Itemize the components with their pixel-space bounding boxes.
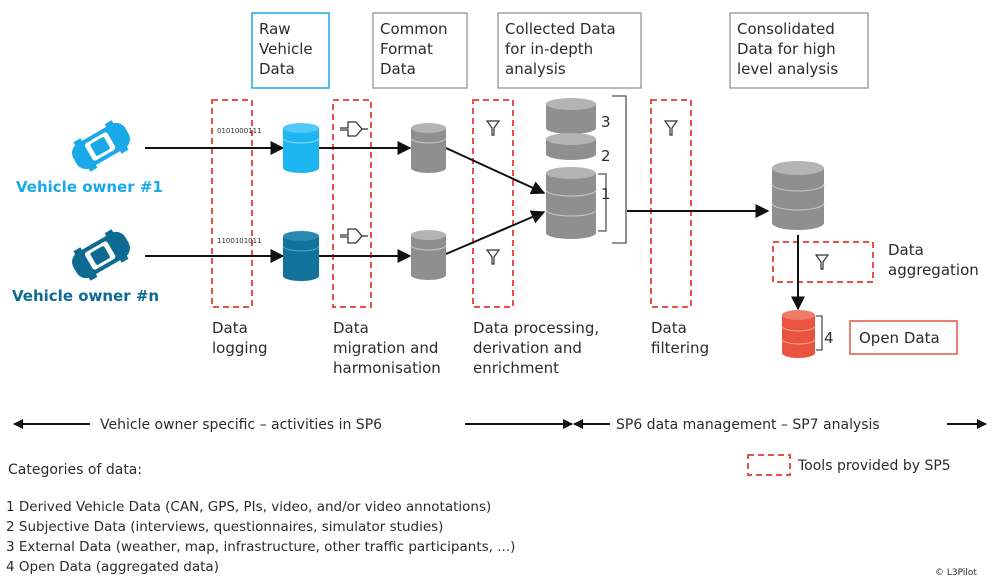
categories-title: Categories of data: [8, 462, 142, 478]
collected-database-stack [545, 98, 597, 239]
consolidated-database [771, 161, 825, 230]
phase-left-label: Vehicle owner specific – activities in S… [100, 417, 382, 433]
phase-right-label: SP6 data management – SP7 analysis [616, 417, 880, 433]
car-icon-owner-n [72, 229, 130, 281]
open-data-database [781, 310, 816, 358]
vehicle-owner-n-label: Vehicle owner #n [12, 287, 159, 305]
vehicle-owner-1-label: Vehicle owner #1 [16, 178, 163, 196]
consolidated-data-title: Consolidated Data for high level analysi… [737, 20, 840, 78]
legend-dashed-swatch [747, 454, 791, 476]
binary-stream-top: 0101000111 [217, 127, 262, 135]
layer-label-2: 2 [601, 147, 611, 165]
tools-legend-label: Tools provided by SP5 [797, 458, 951, 474]
raw-data-box [251, 12, 330, 89]
arrow-common-bottom-to-collected [445, 210, 546, 255]
copyright: © L3Pilot [935, 568, 977, 578]
categories-list: 1 Derived Vehicle Data (CAN, GPS, PIs, v… [6, 499, 520, 575]
data-filtering-tool-box [650, 99, 692, 308]
funnel-icon-filtering [663, 120, 679, 136]
collected-data-box [497, 12, 642, 89]
raw-data-title: Raw Vehicle Data [259, 20, 317, 78]
layer-label-4: 4 [824, 329, 834, 347]
layer-label-1: 1 [601, 185, 611, 203]
data-processing-tool-box [472, 99, 514, 308]
funnel-icon-aggregation [814, 254, 830, 270]
common-format-database-bottom [410, 230, 447, 280]
step-label-processing: Data processing, derivation and enrichme… [473, 319, 604, 377]
consolidated-data-box [729, 12, 869, 89]
step-label-migration: Data migration and harmonisation [333, 319, 443, 377]
common-format-database-top [410, 123, 447, 173]
step-label-aggregation: Data aggregation [888, 241, 979, 279]
open-data-bracket [816, 315, 823, 351]
data-migration-tool-box [332, 99, 372, 308]
layer-label-3: 3 [601, 113, 611, 131]
collected-brackets [598, 95, 627, 244]
common-format-title: Common Format Data [380, 20, 452, 78]
funnel-icon-processing-bottom [485, 249, 501, 265]
binary-stream-bottom: 1100101011 [217, 237, 262, 245]
migration-gate-icon-bottom [340, 228, 368, 244]
data-aggregation-tool-box [772, 241, 874, 283]
open-data-box [849, 320, 958, 355]
arrow-common-top-to-collected [445, 147, 546, 195]
migration-gate-icon-top [340, 121, 368, 137]
car-icon-owner-1 [72, 120, 130, 172]
funnel-icon-processing-top [485, 120, 501, 136]
raw-database-owner-n [282, 231, 320, 281]
raw-database-owner-1 [282, 123, 320, 173]
collected-data-title: Collected Data for in-depth analysis [505, 20, 620, 78]
step-label-filtering: Data filtering [651, 319, 709, 357]
step-label-logging: Data logging [212, 319, 268, 357]
common-format-box [372, 12, 468, 89]
open-data-label: Open Data [859, 329, 940, 347]
data-logging-tool-box [211, 99, 253, 308]
